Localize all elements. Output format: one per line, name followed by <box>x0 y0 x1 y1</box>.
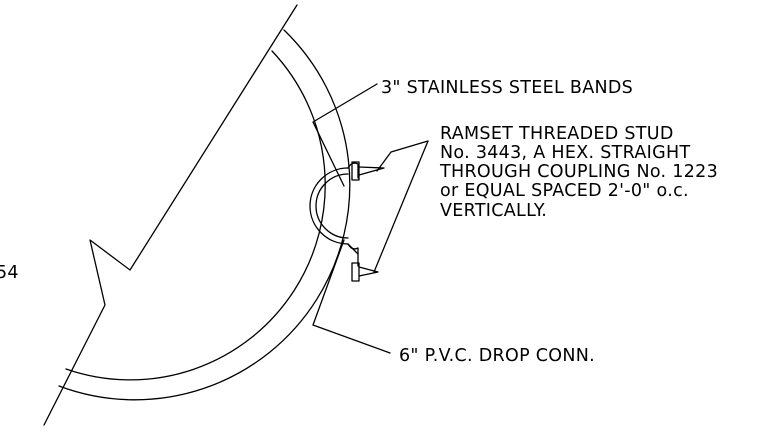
manhole-inner-wall-arc <box>65 50 326 381</box>
stud-rod-lower <box>358 266 379 277</box>
stud-line-1: RAMSET THREADED STUD <box>440 124 674 144</box>
pvc-pipe-outer <box>309 167 349 245</box>
pvc-pipe-inner <box>315 173 349 239</box>
threaded-stud-upper <box>351 161 360 181</box>
stud-line-2: No. 3443, A HEX. STRAIGHT <box>440 143 690 163</box>
stud-line-3: THROUGH COUPLING No. 1223 <box>439 162 718 182</box>
wall-break-line <box>43 4 298 426</box>
manhole-outer-wall-arc <box>58 29 351 401</box>
stud-rod-upper <box>358 166 385 176</box>
label-threaded-stud: RAMSET THREADED STUD No. 3443, A HEX. ST… <box>439 124 718 221</box>
label-drop-connection: 6" P.V.C. DROP CONN. <box>399 346 595 366</box>
leader-bands <box>312 83 378 187</box>
stud-line-5: VERTICALLY. <box>440 201 547 221</box>
stud-line-4: or EQUAL SPACED 2'-0" o.c. <box>440 181 689 201</box>
stainless-band-lower <box>347 243 359 267</box>
threaded-stud-lower <box>351 262 360 282</box>
margin-fragment: 54 <box>0 263 19 283</box>
label-stainless-bands: 3" STAINLESS STEEL BANDS <box>381 78 633 98</box>
leader-drop-conn <box>312 239 391 354</box>
leader-stud-upper <box>376 140 429 172</box>
leader-stud-lower <box>373 140 429 273</box>
stainless-band-upper <box>347 162 359 179</box>
